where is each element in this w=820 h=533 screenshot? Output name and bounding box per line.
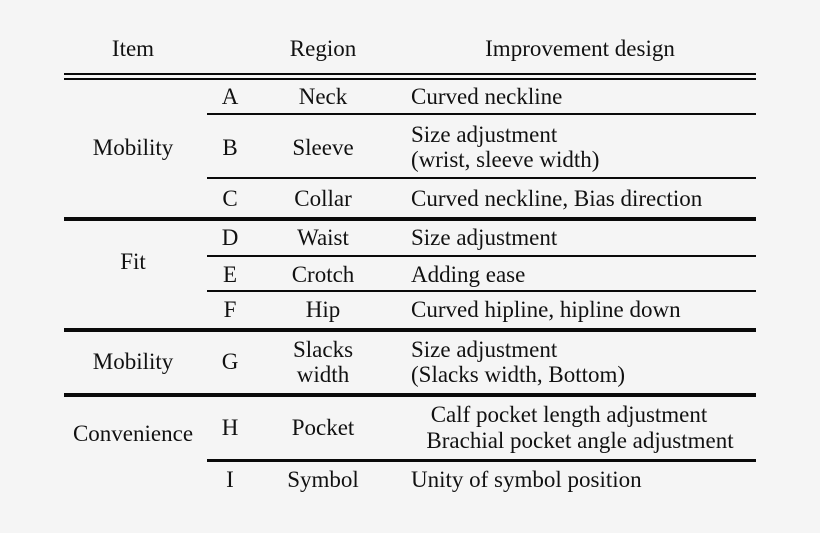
header-improvement-design: Improvement design [485,36,675,61]
header-double-rule-top [64,73,756,75]
row-design-line1: Size adjustment [411,337,558,362]
row-design: Curved neckline, Bias direction [411,186,703,211]
row-code: I [226,467,234,492]
group-divider [64,217,756,221]
row-code: G [221,349,239,374]
row-design-line1: Size adjustment [411,122,558,147]
header-double-rule-bottom [64,78,756,80]
row-code: C [222,186,238,211]
row-region: Pocket [291,415,355,440]
row-divider [207,290,756,292]
group-item-fit: Fit [120,249,146,274]
row-region: Crotch [291,262,355,287]
row-code: D [221,225,239,250]
row-code: H [221,415,239,440]
header-region: Region [289,36,357,61]
group-item-mobility: Mobility [92,135,174,160]
row-design-line2: (wrist, sleeve width) [411,147,600,172]
row-region: Hip [305,297,341,322]
row-code: B [222,135,238,160]
row-region: Sleeve [292,135,354,160]
row-region: Collar [294,186,352,211]
row-design: Size adjustment [411,225,558,250]
row-region-line1: Slacks [292,337,354,362]
row-design: Curved neckline [411,84,563,109]
row-design-line1: Calf pocket length adjustment [430,402,708,427]
row-divider [207,459,756,462]
row-code: E [222,262,238,287]
row-divider [207,255,756,257]
group-item-mobility: Mobility [92,349,174,374]
row-region: Waist [297,225,349,250]
row-code: A [221,84,239,109]
row-region: Neck [298,84,348,109]
group-item-convenience: Convenience [72,421,194,446]
row-design: Curved hipline, hipline down [411,297,681,322]
row-design-line2: Brachial pocket angle adjustment [426,428,734,453]
row-divider [207,177,756,179]
row-region: Symbol [287,467,359,492]
group-divider [64,328,756,332]
row-design: Adding ease [411,262,526,287]
header-item: Item [111,36,155,61]
group-divider [64,393,756,397]
row-code: F [223,297,237,322]
row-region-line2: width [296,362,350,387]
row-divider [207,113,756,115]
row-design-line2: (Slacks width, Bottom) [411,362,626,387]
row-design: Unity of symbol position [411,467,642,492]
